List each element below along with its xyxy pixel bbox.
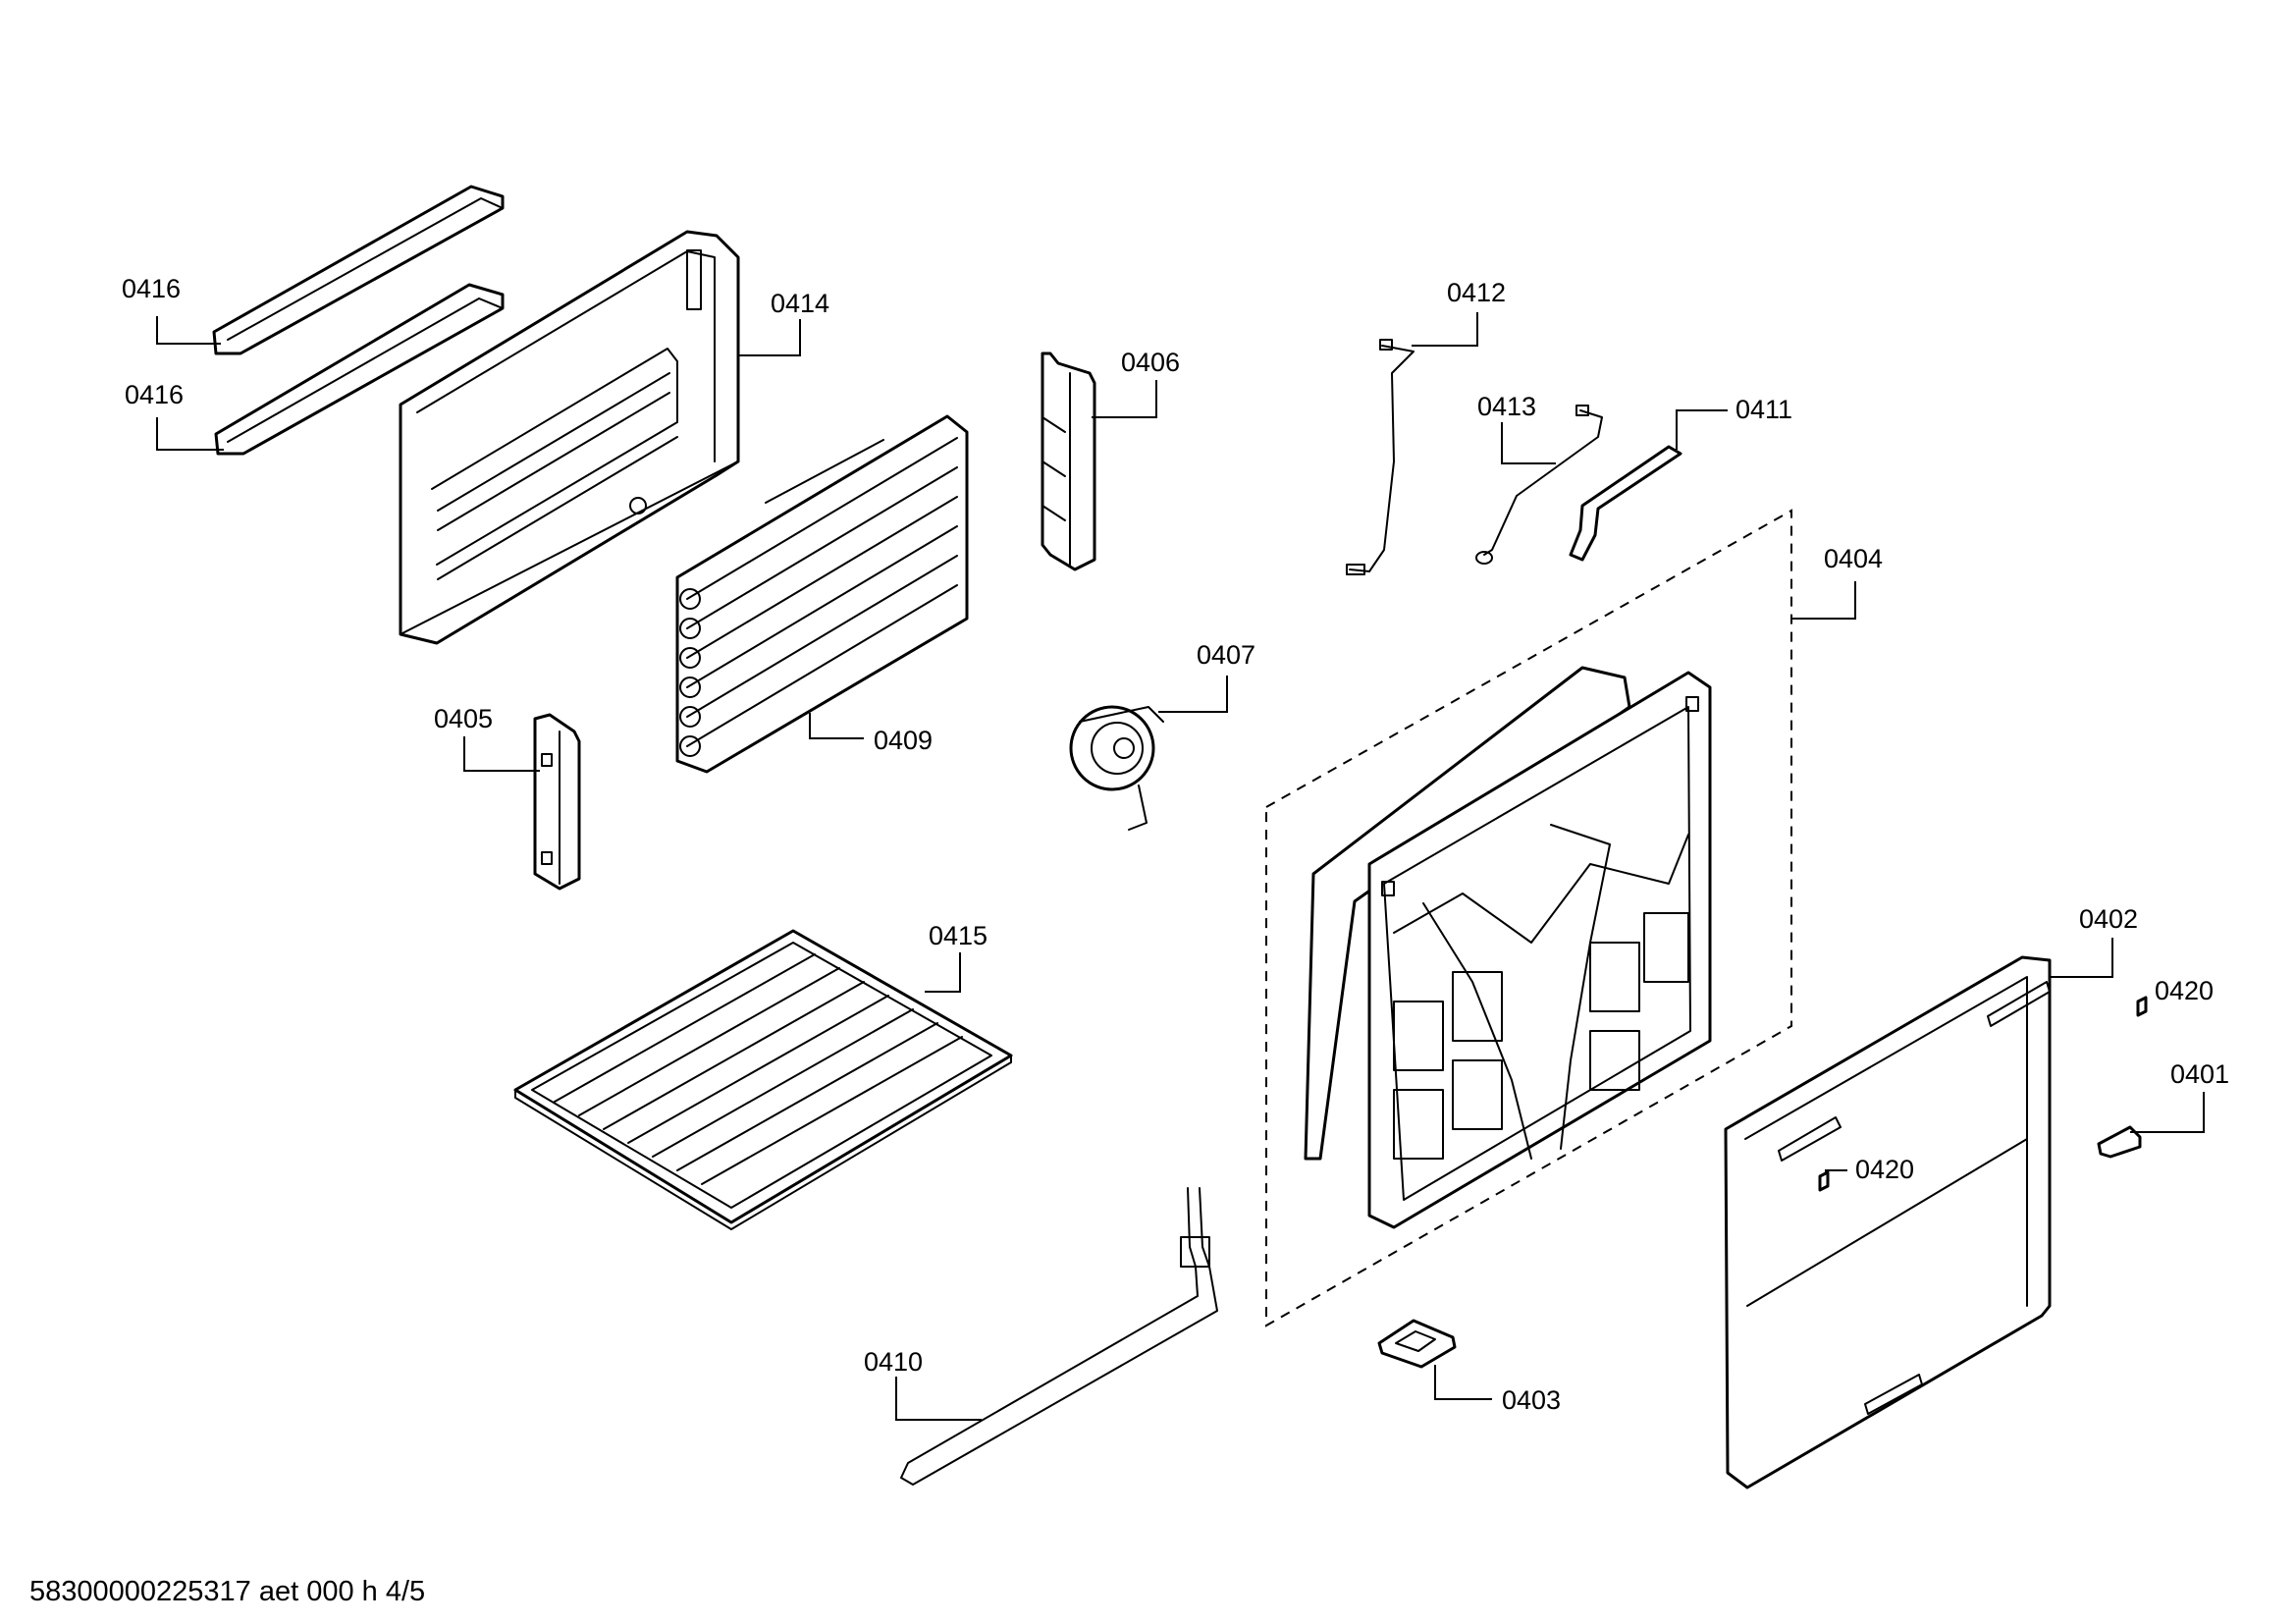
part-0413-sensor-wire <box>1475 405 1603 565</box>
leader-0403 <box>1434 1365 1492 1400</box>
label-0411[interactable]: 0411 <box>1735 395 1792 424</box>
leader-0406 <box>1092 380 1157 418</box>
label-0402[interactable]: 0402 <box>2079 904 2138 934</box>
label-0405[interactable]: 0405 <box>434 704 493 733</box>
document-footer-code: 58300000225317 aet 000 h 4/5 <box>29 1576 425 1607</box>
label-0412[interactable]: 0412 <box>1447 278 1506 307</box>
label-0410[interactable]: 0410 <box>864 1347 923 1377</box>
leader-0407 <box>1158 676 1228 713</box>
part-0409-evaporator-coil <box>675 414 969 774</box>
label-0409[interactable]: 0409 <box>874 726 933 755</box>
leader-0409 <box>809 713 864 739</box>
leader-0420b <box>1825 1169 1847 1174</box>
part-0404-evaporator-cover <box>1304 666 1712 1229</box>
label-0406[interactable]: 0406 <box>1121 348 1180 377</box>
part-0412-sensor-wire <box>1346 339 1415 575</box>
leader-0401 <box>2130 1092 2205 1133</box>
part-0414-housing <box>399 230 740 645</box>
part-0410-drain-heater <box>900 1187 1218 1486</box>
label-0401[interactable]: 0401 <box>2170 1059 2229 1089</box>
part-0403-gasket <box>1377 1319 1457 1369</box>
part-0416-rail-upper <box>212 185 505 355</box>
label-0420-door[interactable]: 0420 <box>1855 1155 1914 1184</box>
part-0416-rail-lower <box>214 283 505 456</box>
label-0420-upper[interactable]: 0420 <box>2155 976 2214 1005</box>
group-0404-dashed-outline <box>1265 509 1792 1327</box>
label-0415[interactable]: 0415 <box>929 921 988 950</box>
leader-0411 <box>1676 409 1728 450</box>
label-0407[interactable]: 0407 <box>1197 640 1255 670</box>
part-0401-hinge-cover <box>2097 1125 2142 1159</box>
leader-0410 <box>895 1377 982 1421</box>
leader-0402 <box>2050 938 2113 978</box>
leader-0405 <box>463 736 540 772</box>
label-0416-lower[interactable]: 0416 <box>125 380 184 409</box>
part-0405-bracket <box>533 713 581 891</box>
part-0406-bracket <box>1041 352 1096 571</box>
leader-0412 <box>1412 312 1478 347</box>
part-0411-heater-strip <box>1569 445 1682 562</box>
leader-0413 <box>1501 422 1556 464</box>
part-0420-clip-upper <box>2136 996 2148 1017</box>
label-0416-upper[interactable]: 0416 <box>122 274 181 303</box>
leader-0404 <box>1791 581 1856 620</box>
leader-0416b <box>156 417 224 451</box>
label-0414[interactable]: 0414 <box>771 289 829 318</box>
label-0413[interactable]: 0413 <box>1477 392 1536 421</box>
part-0407-fan-motor <box>1069 705 1164 831</box>
part-0402-door <box>1724 955 2052 1489</box>
part-0415-shelf-tray <box>513 929 1013 1230</box>
part-0420-clip-door <box>1818 1170 1830 1192</box>
leader-0416a <box>156 316 221 345</box>
leader-0415 <box>925 952 961 993</box>
label-0404[interactable]: 0404 <box>1824 544 1883 573</box>
leader-0414 <box>738 319 801 356</box>
label-0403[interactable]: 0403 <box>1502 1385 1561 1415</box>
